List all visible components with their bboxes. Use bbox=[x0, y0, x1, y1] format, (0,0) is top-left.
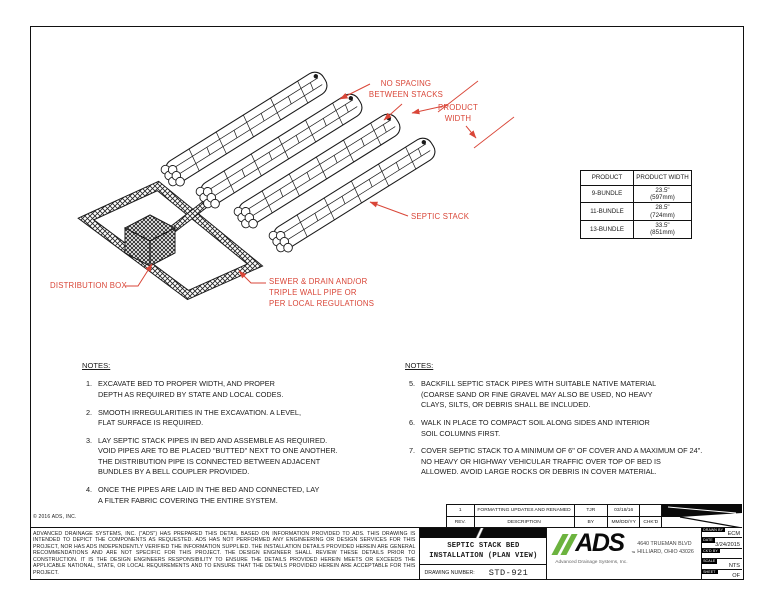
sheet-border bbox=[30, 26, 744, 580]
note-text: COVER SEPTIC STACK TO A MINIMUM OF 6" OF… bbox=[421, 446, 703, 477]
note-item: 5. BACKFILL SEPTIC STACK PIPES WITH SUIT… bbox=[405, 379, 720, 410]
note-number: 1. bbox=[86, 379, 93, 389]
table-row-product: 13-BUNDLE bbox=[581, 220, 634, 239]
revision-corner-fill bbox=[662, 504, 743, 528]
table-row-product: 9-BUNDLE bbox=[581, 186, 634, 204]
note-text: ONCE THE PIPES ARE LAID IN THE BED AND C… bbox=[98, 485, 320, 505]
note-text: BACKFILL SEPTIC STACK PIPES WITH SUITABL… bbox=[421, 379, 657, 410]
title-block-strip: ADVANCED DRAINAGE SYSTEMS, INC. ("ADS") … bbox=[30, 527, 742, 579]
info-row-scale: SCALE NTS bbox=[702, 559, 742, 570]
note-text: LAY SEPTIC STACK PIPES IN BED AND ASSEMB… bbox=[98, 436, 338, 477]
copyright-note: © 2016 ADS, INC. bbox=[33, 514, 77, 520]
label-no-spacing: NO SPACING BETWEEN STACKS bbox=[368, 79, 444, 99]
rev-number: 1 bbox=[447, 505, 475, 516]
rev-chkd bbox=[640, 505, 661, 516]
product-table-header: PRODUCT bbox=[581, 171, 634, 186]
info-row-drawn-by: DRAWN BY ECM bbox=[702, 528, 742, 539]
rev-header: CHK'D bbox=[643, 520, 659, 525]
rev-header: REV. bbox=[447, 517, 475, 528]
note-item: 4. ONCE THE PIPES ARE LAID IN THE BED AN… bbox=[82, 485, 377, 506]
info-value: 3/24/2015 bbox=[715, 541, 740, 548]
table-row-width: 28.5" (724mm) bbox=[634, 203, 691, 221]
info-label: DATE bbox=[702, 538, 715, 543]
product-width-table: PRODUCT PRODUCT WIDTH 9-BUNDLE 23.5" (59… bbox=[580, 170, 692, 240]
ads-logo-text: ADS bbox=[575, 529, 625, 557]
rev-header: MM/DD/YY bbox=[608, 517, 641, 528]
product-table-header: PRODUCT WIDTH bbox=[634, 171, 691, 186]
title-block-info-column: DRAWN BY ECM DATE 3/24/2015 CK'D BY SCAL… bbox=[701, 528, 742, 579]
disclaimer-text: ADVANCED DRAINAGE SYSTEMS, INC. ("ADS") … bbox=[33, 530, 416, 576]
note-number: 6. bbox=[409, 418, 416, 428]
title-black-bar bbox=[420, 528, 547, 538]
note-number: 4. bbox=[86, 485, 93, 495]
table-row-width: 33.5" (851mm) bbox=[650, 222, 675, 237]
table-row-product: 11-BUNDLE bbox=[581, 203, 634, 221]
note-item: 1. EXCAVATE BED TO PROPER WIDTH, AND PRO… bbox=[82, 379, 377, 400]
rev-header: BY bbox=[575, 517, 608, 528]
notes-heading: NOTES: bbox=[405, 361, 434, 370]
title-block-name-box: SEPTIC STACK BED INSTALLATION (PLAN VIEW… bbox=[419, 528, 547, 580]
note-number: 7. bbox=[409, 446, 416, 456]
label-sewer-drain: SEWER & DRAIN AND/OR TRIPLE WALL PIPE OR… bbox=[269, 277, 375, 309]
drawing-number-label: DRAWING NUMBER: bbox=[424, 569, 475, 576]
info-label: CK'D BY bbox=[702, 548, 720, 554]
notes-left-column: NOTES: 1. EXCAVATE BED TO PROPER WIDTH, … bbox=[82, 361, 377, 513]
note-item: 6. WALK IN PLACE TO COMPACT SOIL ALONG S… bbox=[405, 418, 720, 439]
info-value: OF bbox=[732, 573, 740, 580]
ads-logo-tagline: Advanced Drainage Systems, Inc. bbox=[555, 560, 628, 565]
rev-description: FORMATTING UPDATES AND RENAMED bbox=[475, 505, 575, 516]
note-item: 7. COVER SEPTIC STACK TO A MINIMUM OF 6"… bbox=[405, 446, 720, 477]
drawing-title: SEPTIC STACK BED INSTALLATION (PLAN VIEW… bbox=[429, 542, 538, 560]
notes-heading: NOTES: bbox=[82, 361, 111, 370]
note-number: 5. bbox=[409, 379, 416, 389]
label-product-width: PRODUCT WIDTH bbox=[438, 103, 478, 123]
note-item: 3. LAY SEPTIC STACK PIPES IN BED AND ASS… bbox=[82, 436, 377, 478]
ads-logo-trademark: ™ bbox=[631, 550, 636, 555]
info-value: NTS bbox=[728, 562, 740, 569]
note-text: SMOOTH IRREGULARITIES IN THE EXCAVATION.… bbox=[98, 407, 302, 428]
rev-date: 03/18/16 bbox=[608, 505, 641, 516]
distribution-box-cube bbox=[123, 214, 177, 267]
ads-logo-box: ADS ™ Advanced Drainage Systems, Inc. 46… bbox=[546, 528, 701, 579]
label-distribution-box: DISTRIBUTION BOX bbox=[50, 281, 127, 290]
notes-right-column: NOTES: 5. BACKFILL SEPTIC STACK PIPES WI… bbox=[405, 361, 720, 485]
note-number: 2. bbox=[86, 407, 93, 417]
info-row-date: DATE 3/24/2015 bbox=[702, 538, 742, 549]
company-address: 4640 TRUEMAN BLVD HILLIARD, OHIO 43026 bbox=[637, 541, 694, 555]
info-label: SCALE bbox=[702, 559, 718, 564]
revision-table: 1 FORMATTING UPDATES AND RENAMED TJR 03/… bbox=[446, 504, 662, 528]
rev-by: TJR bbox=[575, 505, 608, 516]
note-item: 2. SMOOTH IRREGULARITIES IN THE EXCAVATI… bbox=[82, 408, 377, 429]
rev-header: DESCRIPTION bbox=[475, 517, 575, 528]
label-septic-stack: SEPTIC STACK bbox=[411, 212, 470, 221]
annotation-leaders bbox=[125, 80, 515, 287]
info-label: SHEET bbox=[702, 569, 718, 575]
info-row-sheet: SHEET OF bbox=[702, 569, 742, 580]
info-label: DRAWN BY bbox=[702, 528, 726, 533]
note-text: EXCAVATE BED TO PROPER WIDTH, AND PROPER… bbox=[98, 379, 284, 399]
note-number: 3. bbox=[86, 436, 93, 446]
drawing-number-value: STD-921 bbox=[488, 567, 529, 578]
drawing-number-row: DRAWING NUMBER: STD-921 bbox=[420, 564, 547, 580]
info-value: ECM bbox=[727, 531, 740, 538]
note-text: WALK IN PLACE TO COMPACT SOIL ALONG SIDE… bbox=[421, 418, 650, 438]
info-row-ckd-by: CK'D BY bbox=[702, 548, 742, 560]
isometric-pipe-drawing bbox=[77, 67, 515, 301]
table-row-width: 23.5" (597mm) bbox=[634, 186, 691, 204]
